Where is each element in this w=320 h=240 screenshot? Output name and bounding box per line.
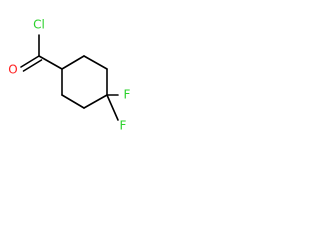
fluorine-upper-atom-label: F (124, 88, 131, 102)
chlorine-atom-label: Cl (33, 18, 45, 32)
ring-bond-5 (61, 94, 85, 109)
ring-bond-4 (83, 94, 108, 109)
oxygen-atom-label: O (8, 63, 17, 77)
molecule-diagram: Cl O F F (8, 18, 131, 133)
bond-carbonyl-double-1 (20, 55, 40, 68)
bond-carbonyl-to-ring (38, 55, 63, 70)
fluorine-lower-atom-label: F (120, 119, 127, 133)
bond-carbonyl-double-2 (22, 59, 43, 72)
ring-bond-1 (61, 55, 85, 70)
ring-bond-2 (83, 55, 108, 70)
bond-ring-to-fluorine-lower (106, 94, 119, 121)
chemical-structure-canvas: Cl O F F (0, 0, 150, 150)
